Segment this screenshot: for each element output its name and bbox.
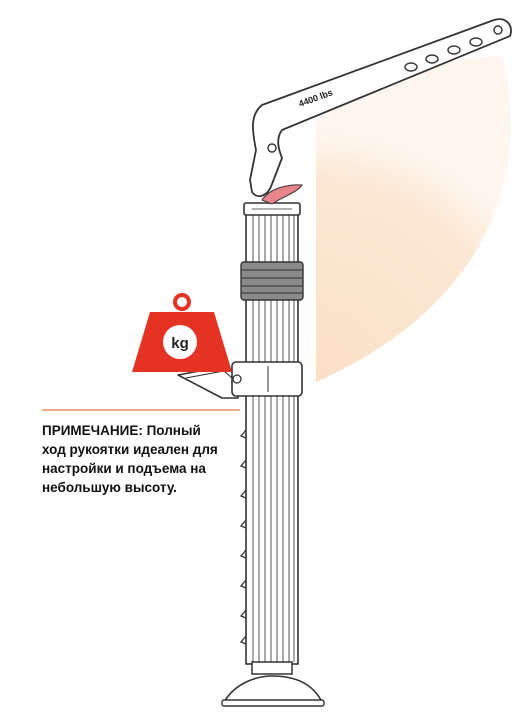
weight-unit-label: kg xyxy=(171,335,189,352)
note-line: небольшую высоту. xyxy=(42,480,177,495)
handle-holes xyxy=(404,25,503,72)
note-line: ПРИМЕЧАНИЕ: Полный xyxy=(42,423,201,438)
handle-pivot xyxy=(267,143,277,153)
grip-band xyxy=(240,261,304,301)
latch xyxy=(261,184,303,205)
handle xyxy=(249,18,512,198)
note-line: настройки и подъема на xyxy=(42,461,206,476)
note-line: ход рукоятки идеален для xyxy=(42,442,218,457)
note-text: ПРИМЕЧАНИЕ: Полный ход рукоятки идеален … xyxy=(42,421,252,497)
weight-icon: kg xyxy=(132,293,232,372)
top-cap xyxy=(243,202,301,216)
handle-motion-arc xyxy=(316,56,512,382)
lift-plate xyxy=(177,361,303,399)
jack-base xyxy=(221,661,325,707)
rack-teeth xyxy=(239,429,247,645)
